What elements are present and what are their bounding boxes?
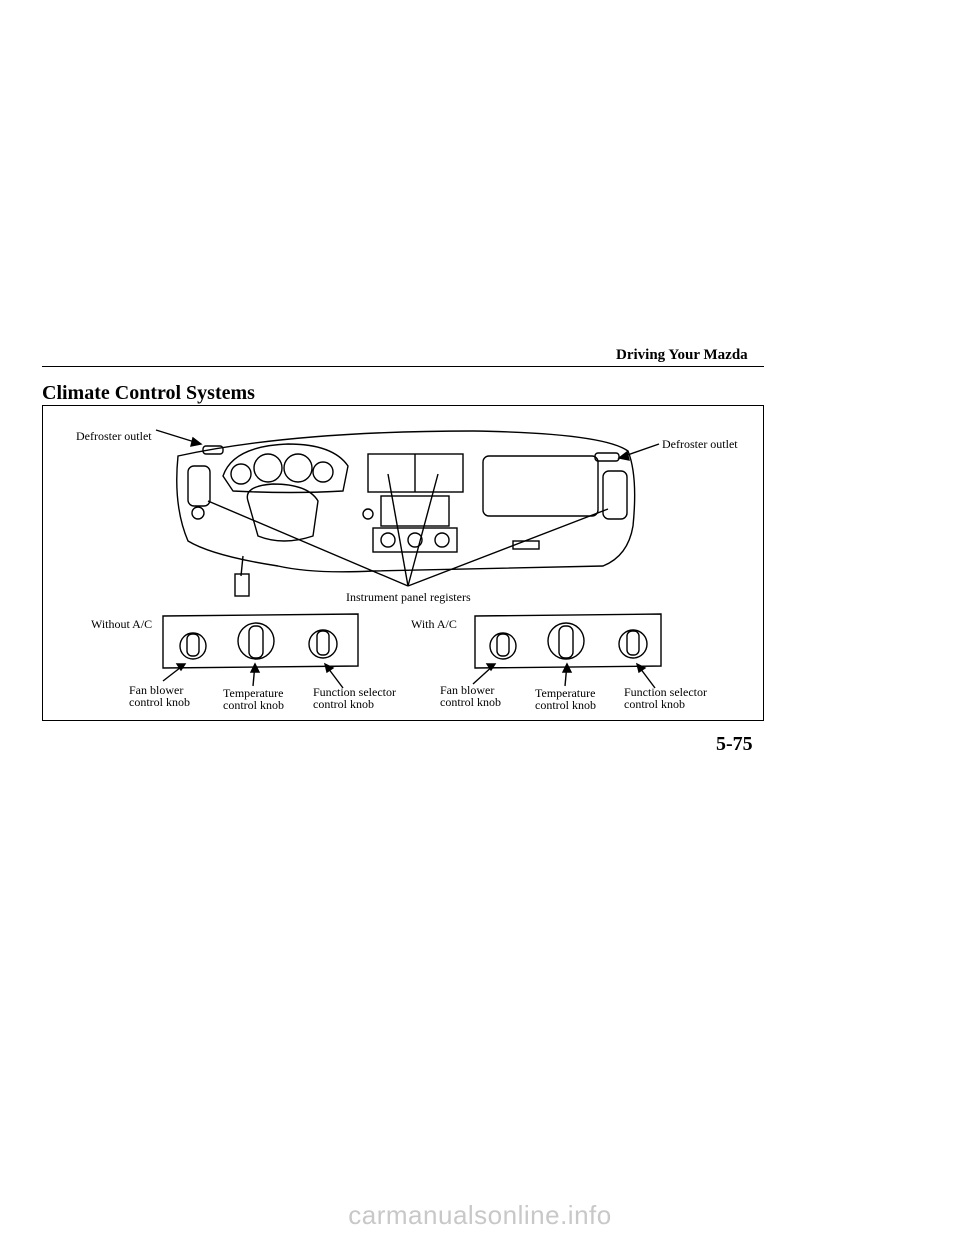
fan-blower-text: Fan blower [440, 683, 495, 697]
temperature-text: Temperature [535, 686, 596, 700]
without-ac-label: Without A/C [91, 617, 153, 631]
defroster-outlet-right-label: Defroster outlet [662, 437, 738, 451]
temperature-label-2: Temperature control knob [535, 687, 596, 711]
function-selector-text-2: control knob [624, 697, 685, 711]
dashboard-illustration [155, 429, 662, 689]
instrument-panel-registers-label: Instrument panel registers [346, 590, 471, 604]
defroster-outlet-left-label: Defroster outlet [76, 429, 152, 443]
running-header: Driving Your Mazda [616, 347, 748, 363]
function-selector-text: Function selector [313, 685, 396, 699]
temperature-label-1: Temperature control knob [223, 687, 284, 711]
function-selector-text: Function selector [624, 685, 707, 699]
fan-blower-label-2: Fan blower control knob [440, 684, 501, 708]
fan-blower-text-2: control knob [129, 695, 190, 709]
page-title: Climate Control Systems [42, 382, 255, 404]
function-selector-label-1: Function selector control knob [313, 686, 396, 710]
temperature-text: Temperature [223, 686, 284, 700]
fan-blower-label-1: Fan blower control knob [129, 684, 190, 708]
fan-blower-text: Fan blower [129, 683, 184, 697]
function-selector-label-2: Function selector control knob [624, 686, 707, 710]
fan-blower-text-2: control knob [440, 695, 501, 709]
temperature-text-2: control knob [223, 698, 284, 712]
with-ac-label: With A/C [411, 617, 457, 631]
function-selector-text-2: control knob [313, 697, 374, 711]
page-number: 5-75 [716, 733, 753, 755]
header-rule [42, 366, 764, 367]
climate-control-figure: Defroster outlet Defroster outlet Instru… [42, 405, 764, 721]
watermark: carmanualsonline.info [348, 1200, 612, 1230]
temperature-text-2: control knob [535, 698, 596, 712]
